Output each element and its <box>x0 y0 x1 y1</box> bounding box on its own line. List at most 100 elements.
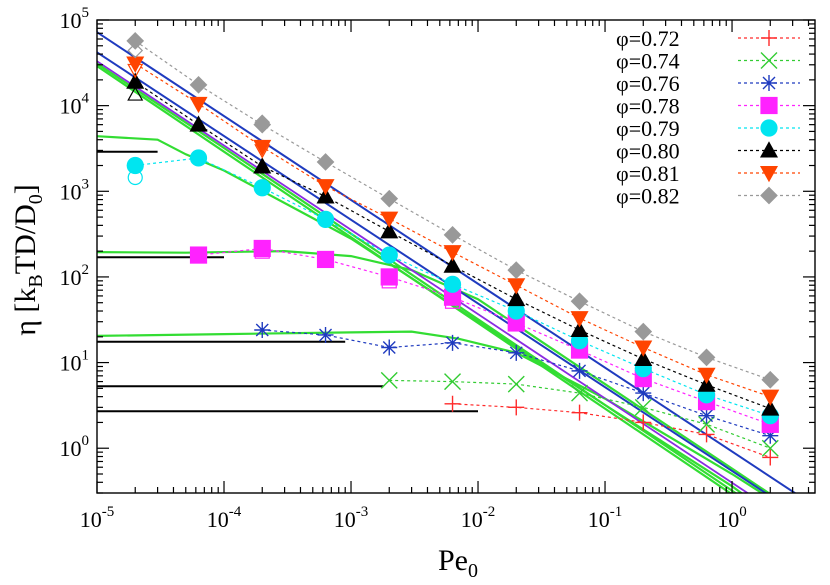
marker-plus <box>762 449 779 466</box>
y-tick-exponent: 2 <box>82 262 90 278</box>
y-axis-label: η [kBTD/D0] <box>9 184 47 336</box>
marker-plus <box>508 399 525 416</box>
series-line <box>134 63 771 398</box>
marker-square <box>760 96 778 115</box>
marker-triangle-down <box>570 311 589 328</box>
marker-diamond <box>189 75 208 94</box>
marker-plus <box>444 395 461 412</box>
series-line <box>135 157 771 417</box>
marker-triangle-down <box>380 211 399 228</box>
x-tick-base: 10 <box>207 507 229 532</box>
x-tick-label: 10-4 <box>207 504 242 532</box>
marker-cross <box>761 439 779 457</box>
marker-triangle-up <box>380 222 399 239</box>
marker-cross <box>571 384 589 402</box>
open-marker-group <box>127 63 271 159</box>
marker-star <box>571 362 588 379</box>
marker-triangle-down <box>697 367 716 385</box>
marker-circle <box>443 275 462 293</box>
marker-square <box>189 246 208 264</box>
marker-triangle-down <box>253 139 272 157</box>
x-tick-label: 10-1 <box>588 504 623 532</box>
marker-diamond <box>316 153 335 171</box>
x-tick-base: 10 <box>717 507 739 532</box>
legend-label: φ=0.72 <box>616 26 680 51</box>
marker-circle <box>127 169 143 186</box>
marker-triangle-up <box>189 115 208 132</box>
open-marker-group <box>127 169 143 186</box>
y-tick-exponent: 4 <box>82 91 90 107</box>
marker-square <box>253 239 271 258</box>
marker-cross <box>444 373 462 391</box>
legend-label: φ=0.74 <box>616 49 680 74</box>
marker-plus <box>698 426 715 443</box>
marker-square <box>316 250 335 269</box>
y-tick-base: 10 <box>60 351 82 376</box>
marker-circle <box>760 119 778 137</box>
marker-plus <box>635 414 652 431</box>
marker-diamond <box>254 114 271 131</box>
marker-triangle-down <box>127 63 144 79</box>
x-tick-exponent: 0 <box>739 504 747 520</box>
marker-diamond <box>634 322 653 341</box>
x-tick-base: 10 <box>80 507 102 532</box>
green-theory-curve <box>97 65 733 493</box>
series-group <box>380 371 779 457</box>
y-tick-label: 101 <box>60 348 90 376</box>
marker-triangle-up <box>253 157 272 174</box>
open-marker-group <box>254 243 461 309</box>
legend-label: φ=0.81 <box>616 161 680 186</box>
marker-diamond <box>761 370 780 389</box>
marker-cross <box>634 398 652 416</box>
marker-triangle-down <box>189 96 208 114</box>
x-tick-label: 10-5 <box>80 504 115 532</box>
marker-star <box>317 326 334 343</box>
y-tick-label: 104 <box>60 91 90 119</box>
y-tick-base: 10 <box>60 94 82 119</box>
marker-star <box>698 407 715 424</box>
y-tick-exponent: 1 <box>82 348 90 364</box>
marker-circle <box>189 149 208 167</box>
x-tick-exponent: -4 <box>229 504 242 520</box>
marker-cross <box>507 375 525 393</box>
marker-triangle-up <box>443 256 462 273</box>
legend: φ=0.72φ=0.74φ=0.76φ=0.78φ=0.79φ=0.80φ=0.… <box>616 26 800 209</box>
series-line <box>262 329 771 437</box>
marker-triangle-down <box>254 144 271 159</box>
series-group <box>126 56 780 406</box>
marker-square <box>444 293 461 309</box>
y-tick-label: 100 <box>60 433 90 461</box>
marker-circle <box>126 156 144 175</box>
data-series <box>126 32 780 466</box>
marker-diamond <box>126 32 145 50</box>
y-tick-exponent: 3 <box>82 176 90 192</box>
marker-star <box>635 385 652 402</box>
marker-star <box>444 334 461 351</box>
plot-frame <box>96 19 816 494</box>
marker-square <box>381 273 397 289</box>
y-tick-exponent: 0 <box>82 433 90 449</box>
x-tick-base: 10 <box>588 507 610 532</box>
x-axis-label: Pe0 <box>438 544 478 582</box>
marker-square <box>254 243 270 259</box>
marker-plus <box>761 30 777 46</box>
x-tick-exponent: -5 <box>102 504 115 520</box>
y-tick-label: 105 <box>60 5 90 33</box>
legend-label: φ=0.78 <box>616 94 680 119</box>
y-tick-exponent: 5 <box>82 5 90 21</box>
marker-circle <box>253 179 271 197</box>
marker-triangle-up <box>634 349 653 367</box>
x-tick-label: 10-3 <box>334 504 369 532</box>
y-tick-base: 10 <box>60 8 82 33</box>
marker-triangle-down <box>759 166 779 183</box>
marker-triangle-up <box>570 320 589 338</box>
series-group <box>189 239 779 433</box>
marker-diamond <box>443 226 462 244</box>
x-tick-label: 100 <box>717 504 747 532</box>
x-tick-exponent: -3 <box>356 504 369 520</box>
marker-cross <box>380 371 398 389</box>
marker-diamond <box>380 189 399 208</box>
marker-diamond <box>507 261 526 279</box>
marker-triangle-up <box>127 86 144 101</box>
